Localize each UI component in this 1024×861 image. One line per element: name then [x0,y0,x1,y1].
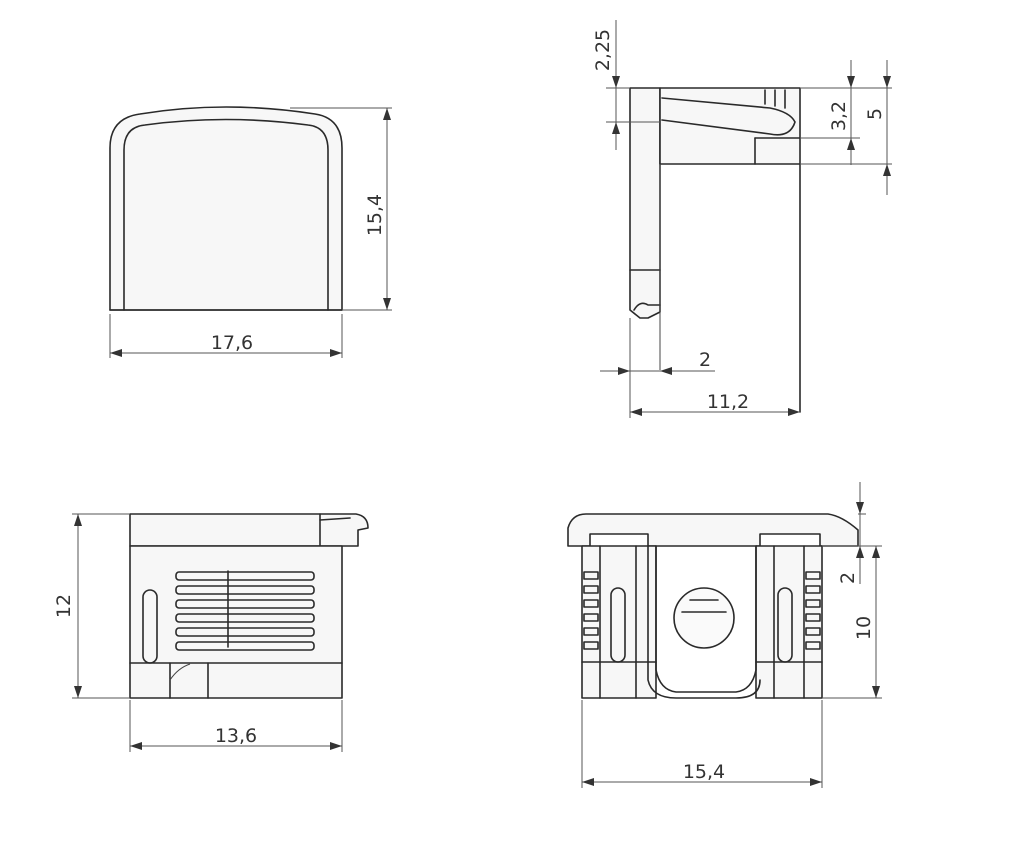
dim-label-height: 15,4 [364,194,386,236]
br-right-teeth [805,571,821,650]
dim-clip: 3,2 [800,60,860,165]
view-bottom-left: 12 13,6 [53,513,369,752]
dim-label-width-bl: 13,6 [215,725,257,747]
dim-label-top: 5 [864,108,886,120]
bl-flange [129,513,369,547]
br-right-slot [777,587,793,663]
dim-label-wall: 2 [699,349,711,371]
dim-label-clip: 3,2 [828,101,850,131]
dim-top: 5 [800,60,892,195]
dim-label-height-br: 10 [853,616,875,640]
dim-height-bl: 12 [53,513,130,699]
dim-lip: 2,25 [592,20,660,150]
cap-outline [109,106,343,311]
br-right-block [755,545,823,699]
bl-slot [142,589,158,664]
view-side-top: 2,25 3,2 5 2 [592,20,892,418]
br-center-hole [673,587,735,649]
dim-label-height-bl: 12 [53,594,75,618]
side-clip-arm [661,97,796,136]
dim-label-width-br: 15,4 [683,761,725,783]
view-front-top: 15,4 17,6 [109,106,392,358]
br-left-teeth [583,571,599,650]
dim-height-br: 10 [822,545,882,699]
bl-vent-grille [175,570,315,651]
dim-label-top-br: 2 [837,572,859,584]
dim-label-width: 17,6 [211,332,253,354]
dim-width-br: 15,4 [581,700,823,788]
br-left-block [581,545,657,699]
dim-label-depth: 11,2 [707,391,749,413]
dim-label-lip: 2,25 [592,29,614,71]
dim-depth: 11,2 [629,378,800,418]
dim-wall: 2 [600,318,715,378]
br-flange [567,513,859,547]
br-center-channel [655,545,757,693]
br-left-slot [610,587,626,663]
dim-height-front: 15,4 [290,107,392,311]
cap-inner-edge [123,118,329,311]
view-bottom-right: 2 10 15,4 [567,482,882,788]
dim-width-bl: 13,6 [129,700,343,752]
dim-width-front: 17,6 [109,314,343,358]
